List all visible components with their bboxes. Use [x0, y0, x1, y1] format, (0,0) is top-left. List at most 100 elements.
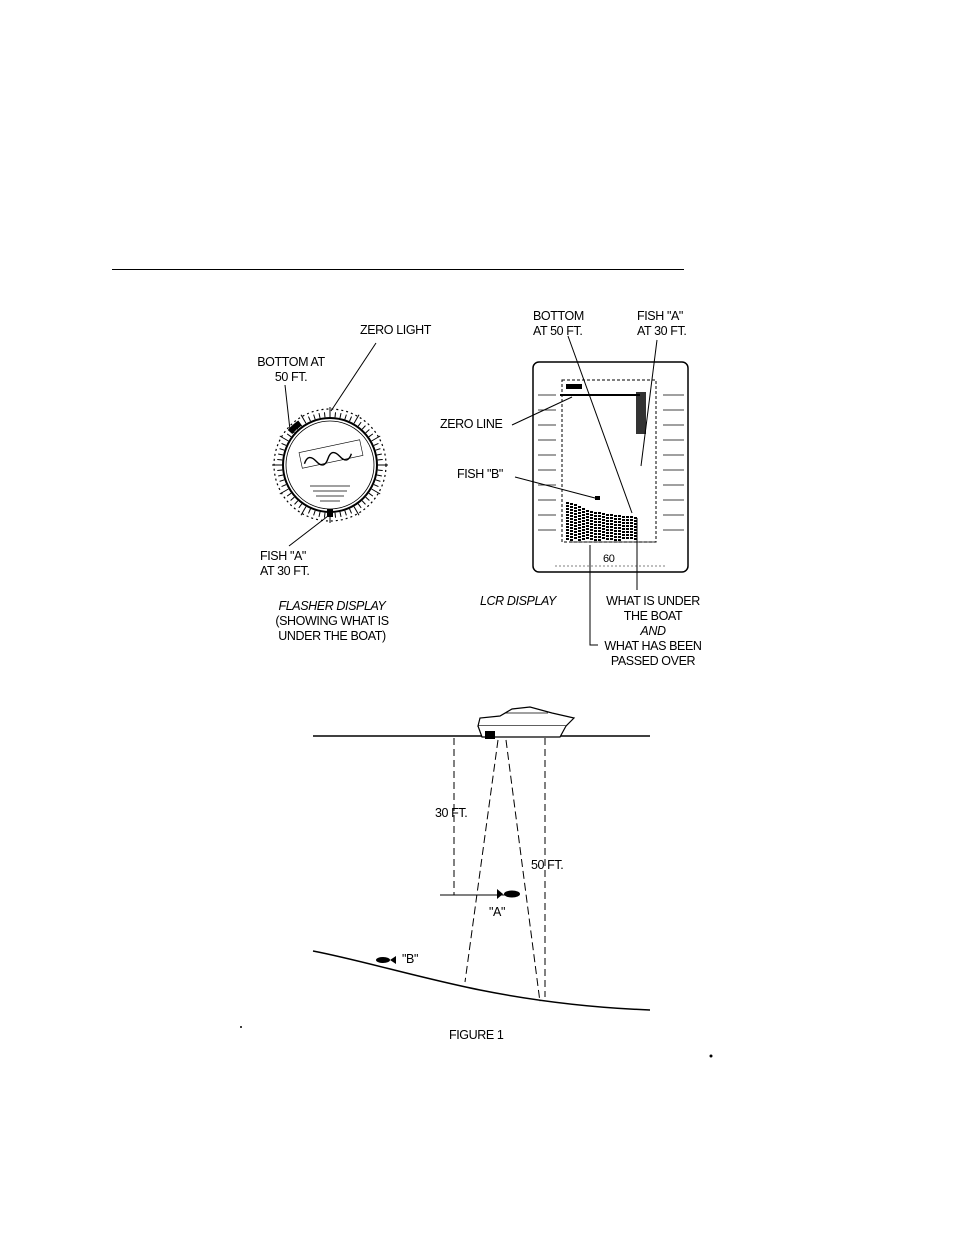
echo-cell	[614, 527, 617, 529]
echo-cell	[634, 532, 637, 534]
echo-cell	[594, 515, 597, 517]
dial-tick	[279, 448, 285, 451]
dial-tick	[368, 433, 374, 438]
echo-cell	[610, 532, 613, 534]
flasher-bottom-label-1: BOTTOM AT	[257, 355, 325, 369]
dial-tick	[339, 511, 342, 517]
dial-tick	[318, 511, 321, 517]
echo-cell	[618, 521, 621, 523]
echo-cell	[602, 513, 605, 515]
echo-cell	[570, 539, 573, 541]
bottom-leader	[284, 384, 291, 431]
echo-cell	[606, 517, 609, 519]
echo-cell	[586, 525, 589, 527]
echo-cell	[566, 529, 569, 531]
echo-cell	[630, 537, 633, 539]
dial-tick	[307, 508, 311, 514]
lcr-depth-readout: 60	[603, 553, 615, 565]
echo-cell	[614, 521, 617, 523]
echo-cell	[606, 526, 609, 528]
echo-cell	[578, 509, 581, 511]
echo-cell	[598, 533, 601, 535]
dial-tick	[279, 435, 289, 442]
echo-cell	[614, 536, 617, 538]
echo-cell	[570, 536, 573, 538]
echo-cell	[590, 517, 593, 519]
echo-cell	[578, 539, 581, 541]
echo-cell	[626, 525, 629, 527]
passed-over-label-1: WHAT HAS BEEN	[604, 639, 702, 653]
dial-tick	[334, 412, 337, 418]
lcr-fish-a-label-1: FISH "A"	[637, 309, 683, 323]
echo-cell	[630, 534, 633, 536]
sonar-cone-left	[464, 739, 499, 983]
dial-tick	[349, 416, 353, 422]
echo-cell	[574, 507, 577, 509]
flasher-fish-a-label-2: AT 30 FT.	[260, 564, 310, 578]
figure-caption: FIGURE 1	[449, 1028, 504, 1042]
echo-cell	[622, 531, 625, 533]
depth-30-label: 30 FT.	[435, 806, 468, 820]
dial-tick	[334, 512, 337, 518]
echo-cell	[634, 529, 637, 531]
dial-tick	[278, 474, 284, 477]
passed-over-leader	[589, 545, 598, 646]
echo-cell	[634, 535, 637, 537]
echo-cell	[622, 516, 625, 518]
echo-cell	[582, 538, 585, 540]
echo-cell	[618, 515, 621, 517]
echo-cell	[598, 512, 601, 514]
echo-cell	[570, 518, 573, 520]
echo-cell	[590, 532, 593, 534]
echo-cell	[626, 534, 629, 536]
echo-cell	[602, 537, 605, 539]
echo-cell	[574, 537, 577, 539]
echo-cell	[630, 516, 633, 518]
echo-cell	[614, 515, 617, 517]
zero-line-leader	[511, 396, 573, 426]
echo-cell	[570, 530, 573, 532]
echo-cell	[622, 528, 625, 530]
echo-cell	[574, 510, 577, 512]
echo-cell	[582, 523, 585, 525]
lcr-bottom-echo	[566, 502, 637, 541]
echo-cell	[570, 533, 573, 535]
echo-cell	[586, 534, 589, 536]
fish-b-label: FISH "B"	[457, 467, 503, 481]
dial-tick	[353, 414, 360, 424]
echo-cell	[610, 529, 613, 531]
echo-cell	[590, 535, 593, 537]
echo-cell	[594, 533, 597, 535]
dial-tick	[277, 469, 283, 472]
echo-cell	[634, 538, 637, 540]
echo-cell	[590, 514, 593, 516]
echo-cell	[598, 539, 601, 541]
echo-cell	[594, 521, 597, 523]
dial-tick	[376, 453, 382, 456]
echo-cell	[634, 526, 637, 528]
echo-cell	[626, 531, 629, 533]
echo-cell	[626, 522, 629, 524]
echo-cell	[586, 522, 589, 524]
echo-cell	[614, 524, 617, 526]
under-boat-label-2: THE BOAT	[623, 609, 683, 623]
echo-cell	[582, 526, 585, 528]
echo-cell	[586, 516, 589, 518]
lcr-bottom-label-1: BOTTOM	[533, 309, 584, 323]
echo-cell	[618, 527, 621, 529]
echo-cell	[618, 533, 621, 535]
echo-cell	[574, 513, 577, 515]
dial-tick	[286, 492, 292, 497]
echo-cell	[570, 512, 573, 514]
echo-cell	[566, 520, 569, 522]
echo-cell	[606, 523, 609, 525]
echo-cell	[570, 509, 573, 511]
echo-cell	[610, 538, 613, 540]
echo-cell	[602, 528, 605, 530]
echo-cell	[610, 535, 613, 537]
echo-cell	[594, 530, 597, 532]
dial-tick	[365, 429, 370, 434]
dial-tick	[323, 412, 326, 418]
echo-cell	[574, 516, 577, 518]
echo-cell	[630, 531, 633, 533]
